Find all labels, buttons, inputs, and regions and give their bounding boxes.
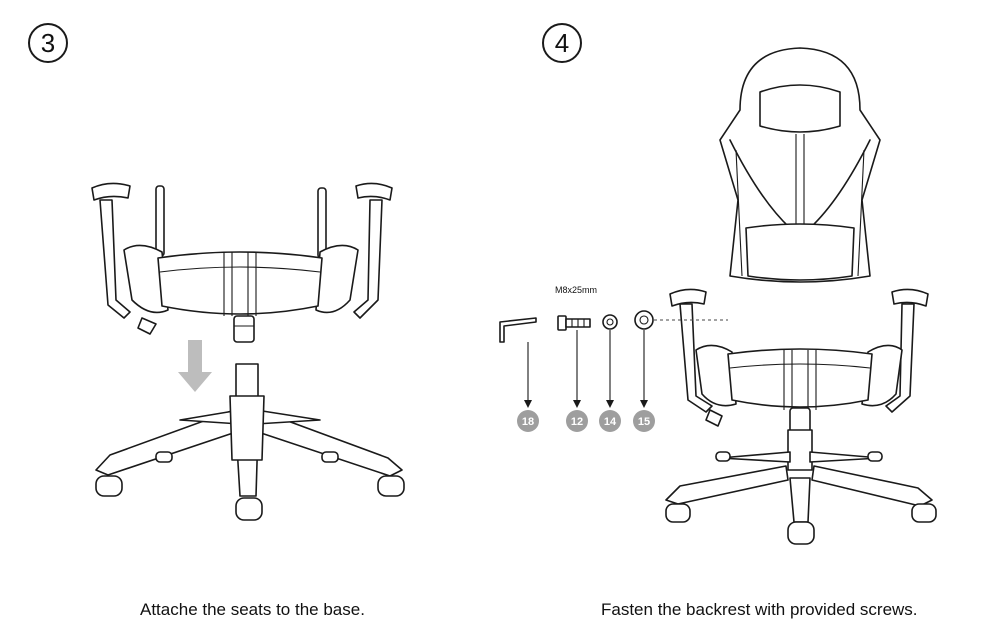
step-4-backrest-illustration (719, 47, 881, 283)
part-badge-18: 18 (517, 410, 539, 432)
svg-text:14: 14 (604, 416, 617, 428)
allen-key-icon (499, 317, 537, 343)
part-badge-14: 14 (599, 410, 621, 432)
step-3-badge: 3 (28, 23, 68, 63)
svg-text:12: 12 (571, 416, 583, 428)
part-badge-15: 15 (633, 410, 655, 432)
screw-size-label: M8x25mm (555, 285, 597, 295)
step-3-caption: Attache the seats to the base. (140, 600, 365, 619)
lock-washer-icon (602, 314, 618, 330)
step-3-seat-illustration (91, 182, 393, 343)
step-3-base-illustration (95, 363, 405, 521)
step-4-caption: Fasten the backrest with provided screws… (601, 600, 918, 619)
flat-washer-icon (634, 310, 654, 330)
step-4-badge: 4 (542, 23, 582, 63)
step-4-seat-illustration (669, 288, 929, 433)
down-arrow-icon (178, 340, 212, 392)
svg-text:15: 15 (638, 416, 650, 428)
part-pointer-arrows (524, 330, 648, 408)
part-badge-12: 12 (566, 410, 588, 432)
bolt-icon (557, 315, 591, 331)
svg-text:18: 18 (522, 416, 534, 428)
step-4-base-illustration (665, 429, 937, 545)
